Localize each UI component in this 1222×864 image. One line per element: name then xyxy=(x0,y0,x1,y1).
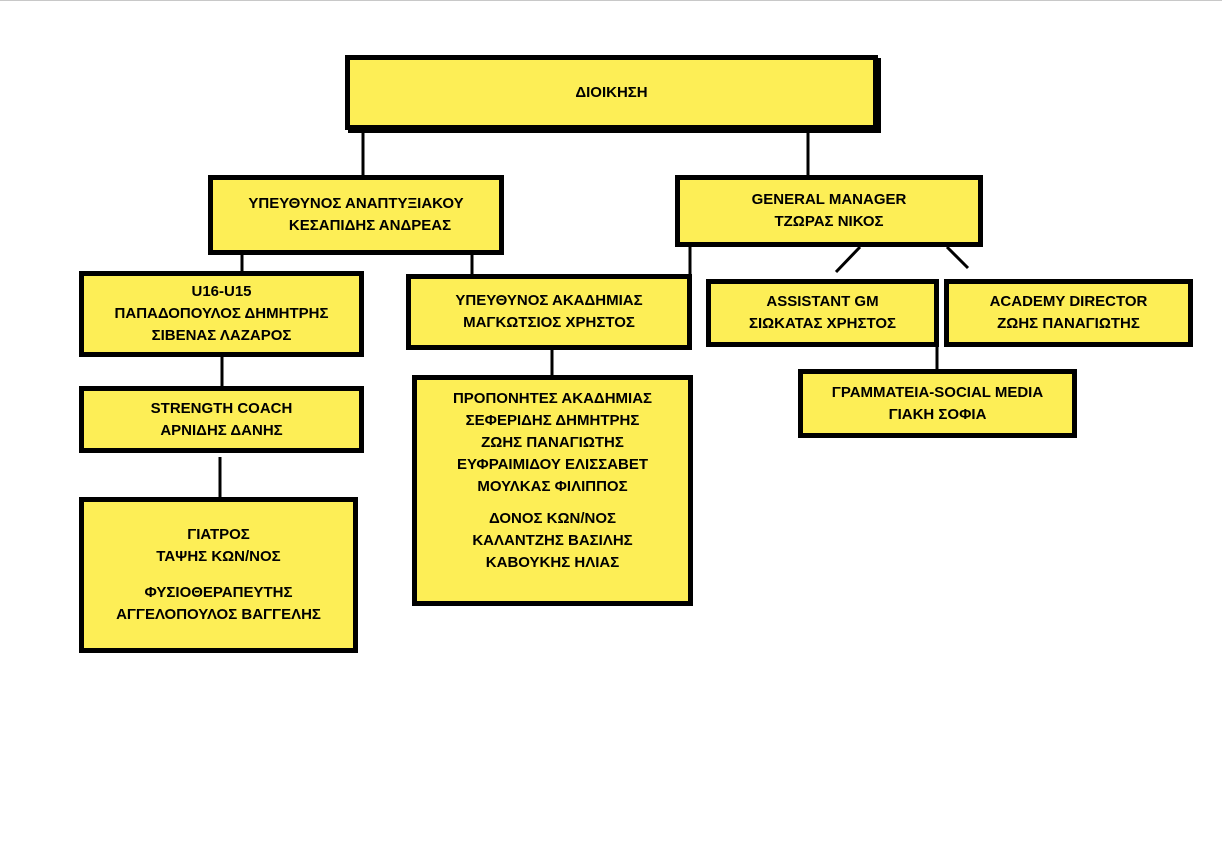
development-head-title: ΥΠΕΥΘΥΝΟΣ ΑΝΑΠΤΥΞΙΑΚΟΥ xyxy=(248,195,464,212)
academy-head-box: ΥΠΕΥΘΥΝΟΣ ΑΚΑΔΗΜΙΑΣ ΜΑΓΚΩΤΣΙΟΣ ΧΡΗΣΤΟΣ xyxy=(406,274,692,350)
coach-name: ΔΟΝΟΣ ΚΩΝ/ΝΟΣ xyxy=(488,510,617,527)
development-head-name: ΚΕΣΑΠΙΔΗΣ ΑΝΔΡΕΑΣ xyxy=(288,217,452,234)
general-manager-name: ΤΖΩΡΑΣ ΝΙΚΟΣ xyxy=(774,213,884,230)
secretariat-name: ΓΙΑΚΗ ΣΟΦΙΑ xyxy=(888,405,987,423)
general-manager-title: GENERAL MANAGER xyxy=(751,191,907,208)
coach-name: ΚΑΛΑΝΤΖΗΣ ΒΑΣΙΛΗΣ xyxy=(472,532,633,549)
development-head-box: ΥΠΕΥΘΥΝΟΣ ΑΝΑΠΤΥΞΙΑΚΟΥ ΚΕΣΑΠΙΔΗΣ ΑΝΔΡΕΑΣ xyxy=(208,175,504,255)
doctor-title: ΓΙΑΤΡΟΣ xyxy=(187,526,250,543)
coach-name: ΖΩΗΣ ΠΑΝΑΓΙΩΤΗΣ xyxy=(481,434,624,451)
assistant-gm-name: ΣΙΩΚΑΤΑΣ ΧΡΗΣΤΟΣ xyxy=(748,315,897,332)
secretariat-title: ΓΡΑΜΜΑΤΕΙΑ-SOCIAL MEDIA xyxy=(831,383,1044,401)
admin-title: ΔΙΟΙΚΗΣΗ xyxy=(575,83,648,101)
academy-director-name: ΖΩΗΣ ΠΑΝΑΓΙΩΤΗΣ xyxy=(997,315,1140,332)
top-border-line xyxy=(0,0,1222,1)
assistant-gm-title: ASSISTANT GM xyxy=(766,293,879,310)
academy-director-box: ACADEMY DIRECTOR ΖΩΗΣ ΠΑΝΑΓΙΩΤΗΣ xyxy=(944,279,1193,347)
coach-name: ΜΟΥΛΚΑΣ ΦΙΛΙΠΠΟΣ xyxy=(477,478,628,495)
link-gm-director xyxy=(945,245,970,270)
physio-title: ΦΥΣΙΟΘΕΡΑΠΕΥΤΗΣ xyxy=(144,584,293,601)
u16-u15-title: U16-U15 xyxy=(191,283,252,300)
academy-head-name: ΜΑΓΚΩΤΣΙΟΣ ΧΡΗΣΤΟΣ xyxy=(463,314,635,331)
strength-coach-name: ΑΡΝΙΔΗΣ ΔΑΝΗΣ xyxy=(160,421,283,439)
coaches-title: ΠΡΟΠΟΝΗΤΕΣ ΑΚΑΔΗΜΙΑΣ xyxy=(452,390,653,407)
strength-coach-box: STRENGTH COACH ΑΡΝΙΔΗΣ ΔΑΝΗΣ xyxy=(79,386,364,453)
u16-u15-box: U16-U15 ΠΑΠΑΔΟΠΟΥΛΟΣ ΔΗΜΗΤΡΗΣ ΣΙΒΕΝΑΣ ΛΑ… xyxy=(79,271,364,357)
medical-staff-box: ΓΙΑΤΡΟΣ ΤΑΨΗΣ ΚΩΝ/ΝΟΣ ΦΥΣΙΟΘΕΡΑΠΕΥΤΗΣ ΑΓ… xyxy=(79,497,358,653)
strength-coach-title: STRENGTH COACH xyxy=(150,399,293,417)
academy-head-title: ΥΠΕΥΘΥΝΟΣ ΑΚΑΔΗΜΙΑΣ xyxy=(455,292,643,309)
physio-name: ΑΓΓΕΛΟΠΟΥΛΟΣ ΒΑΓΓΕΛΗΣ xyxy=(116,606,321,623)
u16-u15-coach-2: ΣΙΒΕΝΑΣ ΛΑΖΑΡΟΣ xyxy=(151,327,292,344)
secretariat-box: ΓΡΑΜΜΑΤΕΙΑ-SOCIAL MEDIA ΓΙΑΚΗ ΣΟΦΙΑ xyxy=(798,369,1077,438)
admin-box: ΔΙΟΙΚΗΣΗ xyxy=(345,55,878,130)
assistant-gm-box: ASSISTANT GM ΣΙΩΚΑΤΑΣ ΧΡΗΣΤΟΣ xyxy=(706,279,939,347)
coach-name: ΣΕΦΕΡΙΔΗΣ ΔΗΜΗΤΡΗΣ xyxy=(465,412,640,429)
link-gm-assistant xyxy=(834,245,862,274)
coach-name: ΕΥΦΡΑΙΜΙΔΟΥ ΕΛΙΣΣΑΒΕΤ xyxy=(456,456,649,473)
general-manager-box: GENERAL MANAGER ΤΖΩΡΑΣ ΝΙΚΟΣ xyxy=(675,175,983,247)
coach-name: ΚΑΒΟΥΚΗΣ ΗΛΙΑΣ xyxy=(485,554,620,571)
doctor-name: ΤΑΨΗΣ ΚΩΝ/ΝΟΣ xyxy=(156,548,281,565)
u16-u15-coach-1: ΠΑΠΑΔΟΠΟΥΛΟΣ ΔΗΜΗΤΡΗΣ xyxy=(114,305,329,322)
academy-director-title: ACADEMY DIRECTOR xyxy=(989,293,1148,310)
academy-coaches-box: ΠΡΟΠΟΝΗΤΕΣ ΑΚΑΔΗΜΙΑΣ ΣΕΦΕΡΙΔΗΣ ΔΗΜΗΤΡΗΣ … xyxy=(412,375,693,606)
